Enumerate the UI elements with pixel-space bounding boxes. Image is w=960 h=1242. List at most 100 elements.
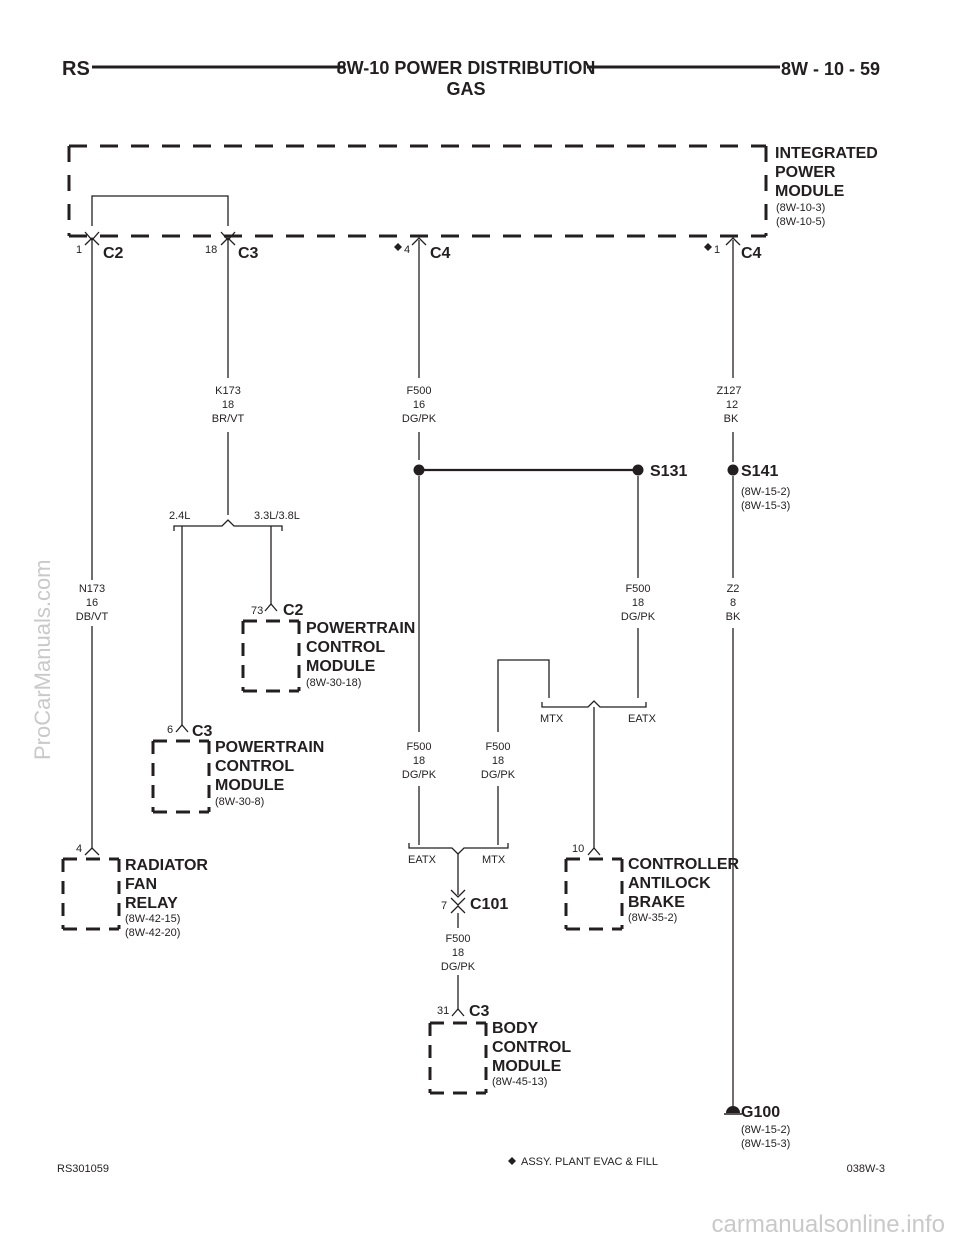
wire-label-n173: N173 16 DB/VT	[76, 583, 109, 623]
wire-label-f500-mid: F500 18 DG/PK	[481, 741, 516, 781]
pcm-c2-connector: C2	[283, 602, 304, 619]
cab-name-1: CONTROLLER	[628, 856, 740, 873]
bcm-pin: 31	[437, 1005, 449, 1017]
wire-label-z2: Z2 8 BK	[726, 583, 741, 623]
c2-pin-number: 1	[76, 244, 82, 256]
wire-label-z127: Z127 12 BK	[716, 385, 741, 425]
wire-color: DG/PK	[621, 611, 656, 623]
wire-label-k173: K173 18 BR/VT	[212, 385, 245, 425]
page-footer: RS301059 ASSY. PLANT EVAC & FILL 038W-3	[57, 1156, 885, 1175]
option-mtx-lower: MTX	[482, 854, 506, 866]
ground-g100: G100 (8W-15-2) (8W-15-3)	[724, 1104, 790, 1150]
option-eatx-upper: EATX	[628, 713, 657, 725]
wire-gauge: 18	[452, 947, 464, 959]
c4b-connector-name: C4	[741, 245, 762, 262]
controller-antilock-brake-component: 10 CONTROLLER ANTILOCK BRAKE (8W-35-2)	[564, 843, 740, 931]
wire-code: F500	[625, 583, 650, 595]
c4a-pin-number: 4	[404, 244, 410, 256]
header-title: 8W-10 POWER DISTRIBUTION	[337, 58, 596, 78]
relay-name-2: FAN	[125, 876, 157, 893]
footer-legend-note: ASSY. PLANT EVAC & FILL	[521, 1156, 658, 1168]
bcm-name-3: MODULE	[492, 1058, 562, 1075]
cab-name-2: ANTILOCK	[628, 875, 711, 892]
bcm-name-2: CONTROL	[492, 1039, 571, 1056]
connector-c4-pin1: 1 C4	[704, 237, 762, 262]
wire-gauge: 18	[632, 597, 644, 609]
pcm-c2-name-2: CONTROL	[306, 639, 385, 656]
ipm-name-line1: INTEGRATED	[775, 145, 878, 162]
wire-code: Z127	[716, 385, 741, 397]
option-eatx-lower: EATX	[408, 854, 437, 866]
connector-c2: 1 C2	[76, 231, 124, 262]
wire-gauge: 18	[492, 755, 504, 767]
splice-dot-left	[413, 464, 425, 476]
pcm-c2-terminal-symbol	[264, 603, 278, 612]
wire-gauge: 12	[726, 399, 738, 411]
c2-connector-name: C2	[103, 245, 124, 262]
evac-fill-diamond-icon	[508, 1157, 516, 1165]
wire-code: Z2	[727, 583, 740, 595]
connector-c4-pin4: 4 C4	[394, 237, 451, 262]
wire-color: DB/VT	[76, 611, 109, 623]
evac-fill-diamond-icon	[394, 243, 402, 251]
wire-code: K173	[215, 385, 241, 397]
relay-ref-1: (8W-42-15)	[125, 913, 180, 925]
ipm-name-line2: POWER	[775, 164, 836, 181]
footer-figure-code: RS301059	[57, 1163, 109, 1175]
pcm-c2-component: 73 C2 POWERTRAIN CONTROL MODULE (8W-30-1…	[241, 602, 415, 693]
header-left-code: RS	[62, 58, 90, 80]
wire-gauge: 8	[730, 597, 736, 609]
relay-terminal-symbol	[84, 847, 100, 856]
wire-code: F500	[406, 741, 431, 753]
wire-code: F500	[485, 741, 510, 753]
wire-gauge: 18	[413, 755, 425, 767]
c4b-pin-number: 1	[714, 244, 720, 256]
radiator-fan-relay-component: 4 RADIATOR FAN RELAY (8W-42-15) (8W-42-2…	[61, 843, 208, 939]
splice-s141-label: S141	[741, 463, 778, 480]
c4a-connector-name: C4	[430, 245, 451, 262]
bcm-name-1: BODY	[492, 1020, 539, 1037]
cab-name-3: BRAKE	[628, 894, 685, 911]
wire-code: N173	[79, 583, 105, 595]
wire-code: F500	[445, 933, 470, 945]
wire-label-f500-c101: F500 18 DG/PK	[441, 933, 476, 973]
wire-label-f500-left: F500 18 DG/PK	[402, 741, 437, 781]
pcm-c3-name-3: MODULE	[215, 777, 285, 794]
wire-code: F500	[406, 385, 431, 397]
splice-s141-ref-2: (8W-15-3)	[741, 500, 790, 512]
c101-pin: 7	[441, 900, 447, 912]
bcm-connector: C3	[469, 1003, 490, 1020]
pcm-c3-terminal-symbol	[175, 724, 189, 733]
relay-name-1: RADIATOR	[125, 857, 208, 874]
ground-ref-1: (8W-15-2)	[741, 1124, 790, 1136]
connector-c101: 7 C101	[441, 889, 508, 914]
wire-gauge: 16	[86, 597, 98, 609]
c4b-terminal-symbol	[725, 237, 741, 246]
bottom-watermark: carmanualsonline.info	[712, 1211, 945, 1238]
wire-color: DG/PK	[481, 769, 516, 781]
body-control-module-component: 31 C3 BODY CONTROL MODULE (8W-45-13)	[428, 1003, 571, 1095]
ipm-name-line3: MODULE	[775, 183, 845, 200]
splice-s131-dot	[632, 464, 644, 476]
pcm-c3-ref: (8W-30-8)	[215, 796, 264, 808]
header-page-number: 8W - 10 - 59	[781, 59, 880, 79]
c3-connector-name: C3	[238, 245, 259, 262]
pcm-c3-name-1: POWERTRAIN	[215, 739, 324, 756]
wire-color: BK	[726, 611, 741, 623]
option-2-4l: 2.4L	[169, 510, 190, 522]
pcm-c2-name-1: POWERTRAIN	[306, 620, 415, 637]
pcm-c2-pin: 73	[251, 605, 263, 617]
ipm-ref-1: (8W-10-3)	[776, 202, 825, 214]
wire-color: DG/PK	[402, 769, 437, 781]
side-watermark: ProCarManuals.com	[30, 559, 55, 760]
footer-drawing-code: 038W-3	[847, 1163, 885, 1175]
ground-name: G100	[741, 1104, 780, 1121]
wire-gauge: 18	[222, 399, 234, 411]
wire-color: BR/VT	[212, 413, 245, 425]
wire-lines	[91, 240, 734, 1106]
splice-s131-label: S131	[650, 463, 687, 480]
header-subtitle: GAS	[446, 79, 485, 99]
c3-pin-number: 18	[205, 244, 217, 256]
ipm-internal-bus	[91, 195, 229, 226]
